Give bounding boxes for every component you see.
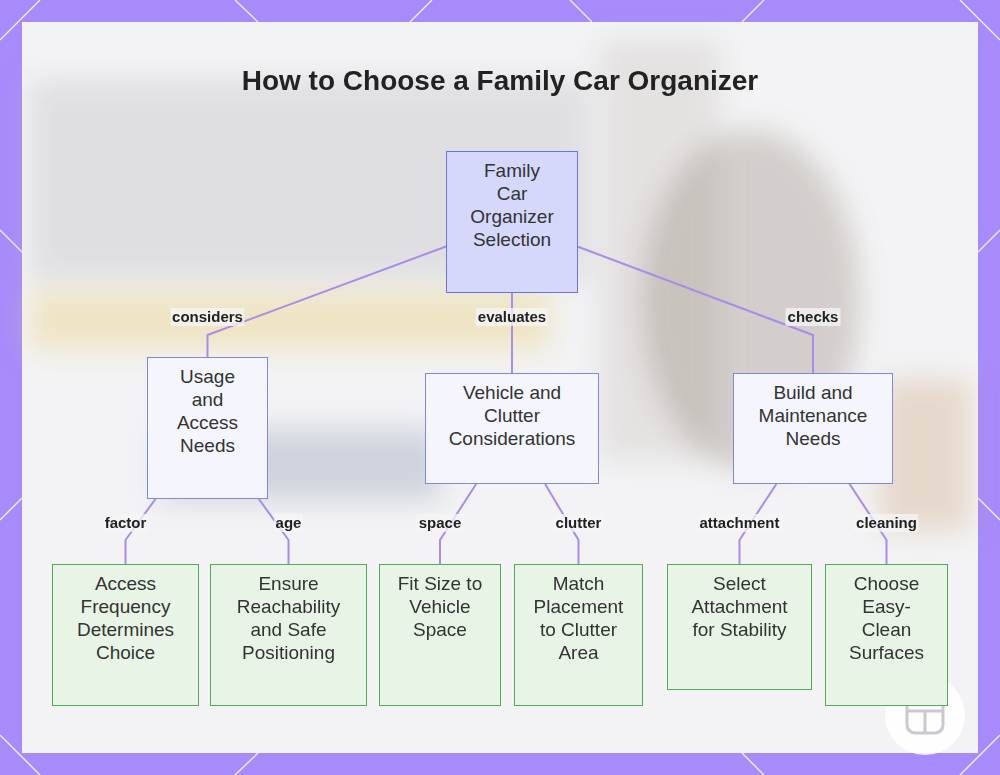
edge-label: considers: [170, 308, 245, 326]
edge-label: cleaning: [854, 514, 919, 532]
box-text: Build and Maintenance Needs: [754, 381, 872, 450]
guideline-box: Ensure Reachability and Safe Positioning: [210, 564, 367, 706]
box-text: Access Frequency Determines Choice: [75, 572, 177, 664]
guideline-box: Choose Easy-Clean Surfaces: [825, 564, 948, 706]
root-topic-box: Family Car Organizer Selection: [446, 151, 578, 293]
edge-label: clutter: [554, 514, 604, 532]
category-box: Vehicle and Clutter Considerations: [425, 373, 599, 484]
guideline-box: Select Attachment for Stability: [667, 564, 812, 690]
canvas-area: [22, 22, 978, 753]
guideline-box: Fit Size to Vehicle Space: [379, 564, 501, 706]
connector-line: [511, 293, 513, 373]
connector-line: [208, 246, 447, 357]
box-text: Select Attachment for Stability: [683, 572, 796, 641]
edge-label: evaluates: [476, 308, 548, 326]
box-text: Match Placement to Clutter Area: [530, 572, 628, 664]
box-text: Fit Size to Vehicle Space: [391, 572, 489, 641]
box-text: Vehicle and Clutter Considerations: [448, 381, 576, 450]
edge-label: attachment: [697, 514, 781, 532]
box-text: Usage and Access Needs: [174, 365, 242, 457]
blurred-photo: [30, 40, 970, 530]
box-text: Choose Easy-Clean Surfaces: [845, 572, 928, 664]
box-text: Ensure Reachability and Safe Positioning: [235, 572, 343, 664]
category-box: Build and Maintenance Needs: [733, 373, 893, 484]
guideline-box: Match Placement to Clutter Area: [514, 564, 643, 706]
diagram-title: How to Choose a Family Car Organizer: [0, 62, 1000, 100]
edge-label: age: [274, 514, 304, 532]
edge-label: space: [417, 514, 464, 532]
edge-label: checks: [786, 308, 841, 326]
category-box: Usage and Access Needs: [147, 357, 268, 499]
connector-line: [578, 247, 813, 373]
edge-label: factor: [103, 514, 149, 532]
guideline-box: Access Frequency Determines Choice: [52, 564, 199, 706]
box-text: Family Car Organizer Selection: [470, 159, 555, 251]
